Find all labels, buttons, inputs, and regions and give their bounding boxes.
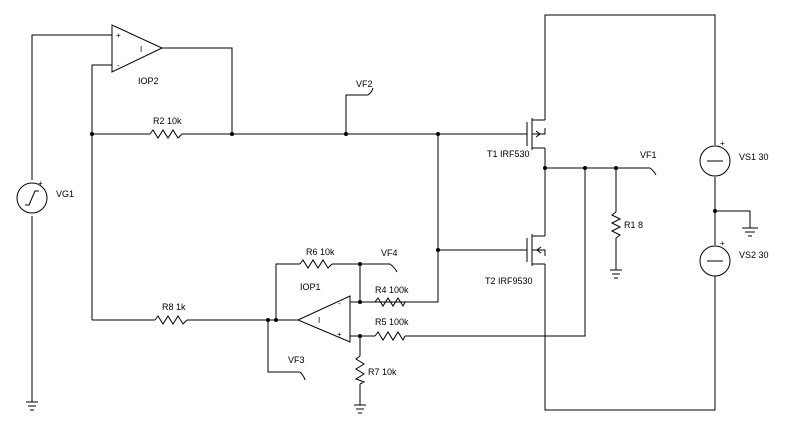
r8-label: R8 1k bbox=[162, 302, 186, 312]
dc-source-vs1: + VS1 30 bbox=[699, 139, 769, 177]
t1-label: T1 IRF530 bbox=[487, 149, 530, 159]
ground-vg1 bbox=[26, 401, 38, 411]
mosfet-t2: T2 IRF9530 bbox=[485, 234, 546, 286]
vf3-label: VF3 bbox=[288, 355, 305, 365]
r6-label: R6 10k bbox=[306, 247, 335, 257]
r7-label: R7 10k bbox=[368, 367, 397, 377]
resistor-r2: R2 10k bbox=[149, 116, 183, 139]
vg1-plus-sign: + bbox=[38, 179, 43, 188]
opamp-iop1: - + I IOP1 bbox=[296, 282, 351, 343]
resistor-r1: R1 8 bbox=[610, 211, 643, 239]
signal-source-vg1: + VG1 bbox=[16, 179, 74, 214]
r1-label: R1 8 bbox=[624, 220, 643, 230]
vs1-plus-sign: + bbox=[720, 139, 725, 148]
resistor-r5: R5 100k bbox=[374, 317, 409, 342]
r2-label: R2 10k bbox=[153, 116, 182, 126]
t2-label: T2 IRF9530 bbox=[485, 276, 533, 286]
ground-supply bbox=[742, 227, 758, 237]
wires bbox=[31, 14, 751, 411]
vf4-label: VF4 bbox=[381, 248, 398, 258]
resistor-r8: R8 1k bbox=[154, 302, 188, 325]
opamp-iop2: + - I IOP2 bbox=[111, 24, 164, 86]
mosfet-t1: T1 IRF530 bbox=[487, 118, 546, 159]
probe-vf4: VF4 bbox=[381, 248, 398, 273]
r4-label: R4 100k bbox=[375, 285, 409, 295]
iop1-minus-sign: - bbox=[338, 299, 341, 308]
resistor-r7: R7 10k bbox=[354, 355, 397, 385]
junction-dots bbox=[90, 132, 717, 338]
resistor-r4: R4 100k bbox=[374, 285, 409, 308]
vf2-label: VF2 bbox=[356, 79, 373, 89]
ground-r1 bbox=[610, 269, 622, 279]
vg1-label: VG1 bbox=[56, 189, 74, 199]
vs2-label: VS2 30 bbox=[739, 250, 769, 260]
iop1-label: IOP1 bbox=[300, 282, 321, 292]
iop2-inner-mark: I bbox=[140, 45, 142, 54]
probe-vf1: VF1 bbox=[640, 150, 657, 176]
resistor-r6: R6 10k bbox=[299, 247, 335, 269]
iop2-plus-sign: + bbox=[116, 31, 121, 40]
vs1-label: VS1 30 bbox=[739, 152, 769, 162]
iop2-label: IOP2 bbox=[138, 76, 159, 86]
dc-source-vs2: + VS2 30 bbox=[699, 239, 769, 277]
iop2-minus-sign: - bbox=[117, 61, 120, 70]
probe-vf3: VF3 bbox=[288, 355, 306, 381]
ground-r7 bbox=[354, 404, 366, 414]
iop1-inner-mark: I bbox=[318, 316, 320, 325]
probe-vf2: VF2 bbox=[356, 79, 374, 96]
iop1-plus-sign: + bbox=[337, 330, 342, 339]
r5-label: R5 100k bbox=[375, 317, 409, 327]
vs2-plus-sign: + bbox=[720, 239, 725, 248]
vf1-label: VF1 bbox=[640, 150, 657, 160]
